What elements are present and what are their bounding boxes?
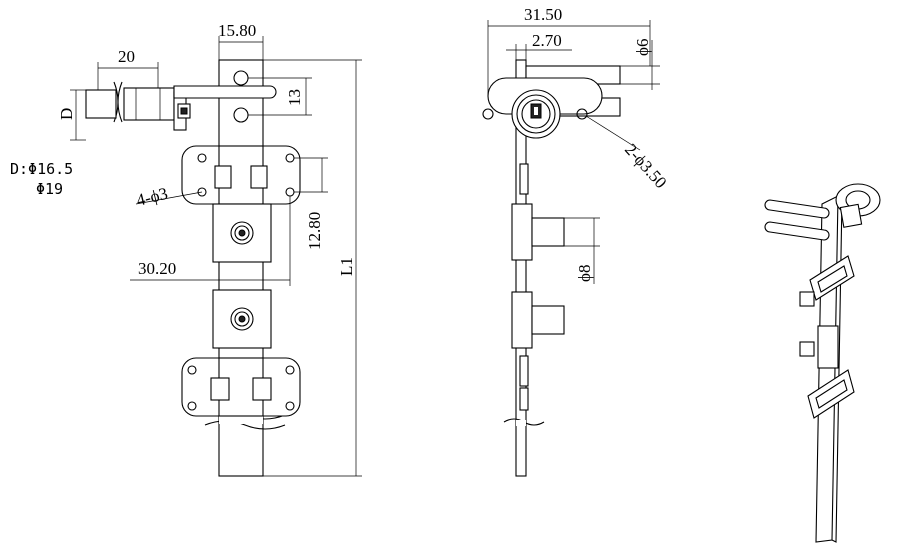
- mount-plate-bottom: [181, 357, 301, 417]
- iso-bar: [815, 195, 839, 543]
- dim-side-offset: 2.70: [532, 31, 562, 50]
- dim-mount-holes: 4-ϕ3: [134, 184, 169, 210]
- mount-plate-top: [181, 145, 301, 205]
- note-diameter-line2: Φ19: [36, 180, 63, 198]
- dim-pin-spacing: 13: [285, 89, 304, 106]
- side-tab-3: [519, 387, 529, 411]
- dim-hole-spacing: 12.80: [305, 212, 324, 250]
- dim-width-top: 15.80: [218, 21, 256, 40]
- dim-side-pin-diameter: ϕ6: [633, 39, 652, 56]
- side-view: 31.50 2.70 ϕ6 2-ϕ3.50 ϕ8: [482, 5, 671, 477]
- guide-block-top: [212, 203, 272, 263]
- iso-boss-bottom: [799, 341, 815, 357]
- iso-guide: [817, 325, 839, 369]
- side-guide-top: [511, 203, 533, 261]
- dim-side-screw-holes: 2-ϕ3.50: [621, 140, 670, 192]
- side-boss-bottom: [531, 305, 565, 335]
- dim-diameter-d: D: [57, 108, 76, 120]
- side-tab-1: [519, 163, 529, 195]
- dim-plate-width: 30.20: [138, 259, 176, 278]
- dim-cylinder-length: 20: [118, 47, 135, 66]
- iso-bracket-bottom: [807, 369, 855, 419]
- side-guide-bottom: [511, 291, 533, 349]
- dim-total-length: L1: [337, 257, 356, 276]
- side-cylinder: [482, 77, 603, 139]
- side-boss-top: [531, 217, 565, 247]
- isometric-view: [764, 183, 881, 543]
- dim-side-boss-diameter: ϕ8: [575, 265, 594, 282]
- break-line-lower: [204, 420, 286, 430]
- note-diameter-line1: D:Φ16.5: [10, 160, 73, 178]
- iso-boss-top: [799, 291, 815, 307]
- lock-cylinder: [85, 81, 277, 131]
- iso-pin-lower: [764, 221, 830, 241]
- dim-side-overall-width: 31.50: [524, 5, 562, 24]
- side-bar: [515, 59, 527, 477]
- guide-block-bottom: [212, 289, 272, 349]
- side-tab-2: [519, 355, 529, 387]
- iso-pin-upper: [764, 199, 830, 219]
- front-view: 15.80 20 D 13 12.80 30.20 L1 4-ϕ3: [10, 21, 362, 477]
